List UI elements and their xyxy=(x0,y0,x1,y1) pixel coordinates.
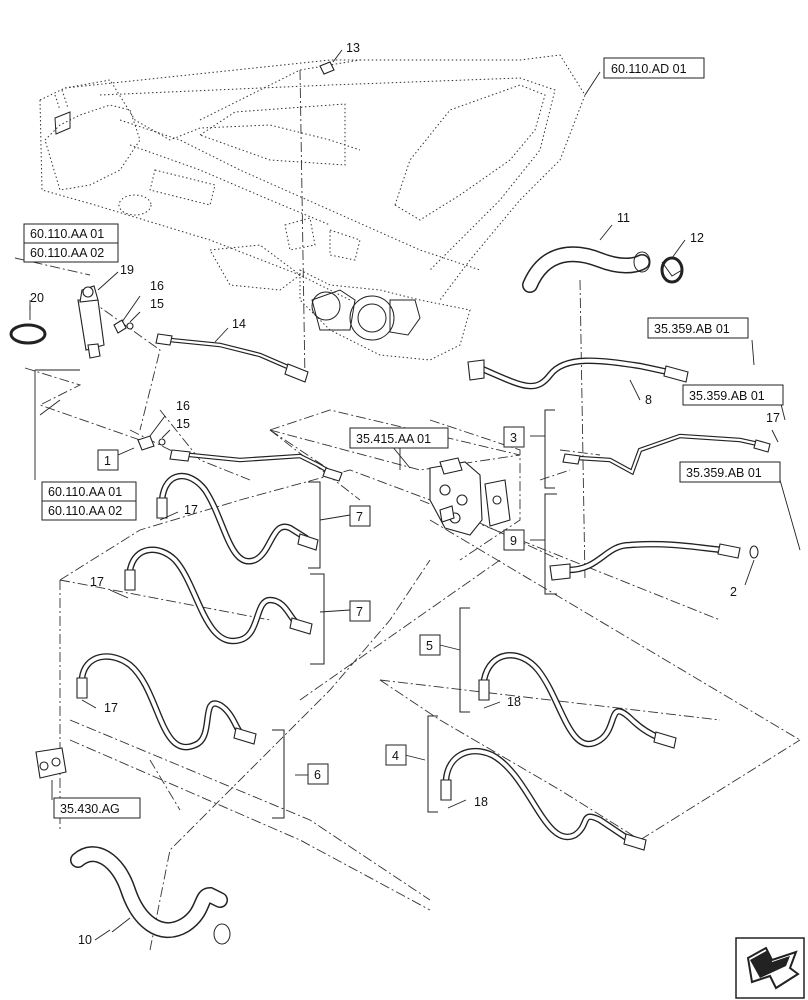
hose-7-upper xyxy=(156,472,319,565)
part-12-clamp xyxy=(660,239,686,284)
machine-frame-outline xyxy=(39,54,586,361)
hose-5 xyxy=(478,652,677,749)
callout-19: 19 xyxy=(120,263,134,277)
callout-18-b: 18 xyxy=(474,795,488,809)
tube-3 xyxy=(562,429,779,476)
callout-5: 5 xyxy=(426,639,433,653)
callout-13: 13 xyxy=(346,41,360,55)
part-13-bolt xyxy=(319,49,343,75)
callout-2: 2 xyxy=(730,585,737,599)
small-fittings-top xyxy=(113,295,141,334)
svg-text:35.359.AB 01[interactable]: 35.359.AB 01 xyxy=(654,322,730,336)
callout-18-a: 18 xyxy=(507,695,521,709)
svg-text:35.359.AB 01[interactable]: 35.359.AB 01 xyxy=(686,466,762,480)
brackets xyxy=(272,409,557,819)
hose-7-lower xyxy=(109,546,313,645)
ref-35-359-ab-01-upper[interactable]: 35.359.AB 01 xyxy=(647,317,749,339)
callout-16-mid: 16 xyxy=(176,399,190,413)
hose-10 xyxy=(70,846,231,945)
svg-text:35.415.AA 01[interactable]: 35.415.AA 01 xyxy=(356,432,431,446)
callout-14: 14 xyxy=(232,317,246,331)
svg-text:60.110.AA 02[interactable]: 60.110.AA 02 xyxy=(30,246,104,260)
callout-9: 9 xyxy=(510,534,517,548)
svg-text:60.110.AA 01[interactable]: 60.110.AA 01 xyxy=(30,227,104,241)
callout-4: 4 xyxy=(392,749,399,763)
hose-14 xyxy=(155,327,309,383)
callout-labels: 13 11 12 19 20 16 15 14 16 15 8 17 17 17… xyxy=(30,41,780,947)
callout-6: 6 xyxy=(314,768,321,782)
callout-12: 12 xyxy=(690,231,704,245)
leaders xyxy=(34,71,801,941)
hose-4 xyxy=(440,747,647,851)
ref-35-415-aa-01[interactable]: 35.415.AA 01 xyxy=(349,427,449,449)
ref-35-359-ab-01-middle[interactable]: 35.359.AB 01 xyxy=(682,384,784,406)
callout-15-mid: 15 xyxy=(176,417,190,431)
callout-1: 1 xyxy=(104,454,111,468)
small-fittings-mid xyxy=(137,415,171,451)
callout-20: 20 xyxy=(30,291,44,305)
hose-8 xyxy=(467,357,689,401)
part-20-oring xyxy=(9,305,47,345)
callout-8: 8 xyxy=(645,393,652,407)
callout-17-c: 17 xyxy=(104,701,118,715)
ref-60-110-aa-mid[interactable]: 60.110.AA 01 60.110.AA 02 xyxy=(41,481,137,521)
next-page-arrow-icon[interactable] xyxy=(735,937,805,999)
svg-text:35.359.AB 01[interactable]: 35.359.AB 01 xyxy=(689,389,765,403)
callout-10: 10 xyxy=(78,933,92,947)
hose-11 xyxy=(522,224,651,293)
svg-text:60.110.AD 01[interactable]: 60.110.AD 01 xyxy=(611,62,687,76)
callout-15-top: 15 xyxy=(150,297,164,311)
callout-17-right: 17 xyxy=(766,411,780,425)
ref-35-430-ag[interactable]: 35.430.AG xyxy=(53,797,141,819)
ref-60-110-aa-top[interactable]: 60.110.AA 01 60.110.AA 02 xyxy=(23,223,119,263)
callout-16-top: 16 xyxy=(150,279,164,293)
part-19-cylinder xyxy=(77,271,119,359)
boxed-callouts: 1 3 9 7 7 6 5 4 xyxy=(97,426,525,785)
callout-17-b: 17 xyxy=(90,575,104,589)
ref-60-110-ad-01[interactable]: 60.110.AD 01 xyxy=(603,57,705,79)
callout-7-lower: 7 xyxy=(356,605,363,619)
callout-7-upper: 7 xyxy=(356,510,363,524)
ref-35-359-ab-01-lower[interactable]: 35.359.AB 01 xyxy=(679,461,781,483)
hose-9 xyxy=(549,540,759,586)
svg-text:35.430.AG[interactable]: 35.430.AG xyxy=(60,802,120,816)
auxiliary-valve xyxy=(35,747,67,800)
callout-3: 3 xyxy=(510,431,517,445)
svg-text:60.110.AA 01[interactable]: 60.110.AA 01 xyxy=(48,485,122,499)
callout-11: 11 xyxy=(617,211,630,225)
svg-text:60.110.AA 02[interactable]: 60.110.AA 02 xyxy=(48,504,122,518)
tube-1 xyxy=(169,449,343,482)
valve-block xyxy=(429,457,511,536)
hose-6 xyxy=(76,653,257,751)
callout-17-a: 17 xyxy=(184,503,198,517)
